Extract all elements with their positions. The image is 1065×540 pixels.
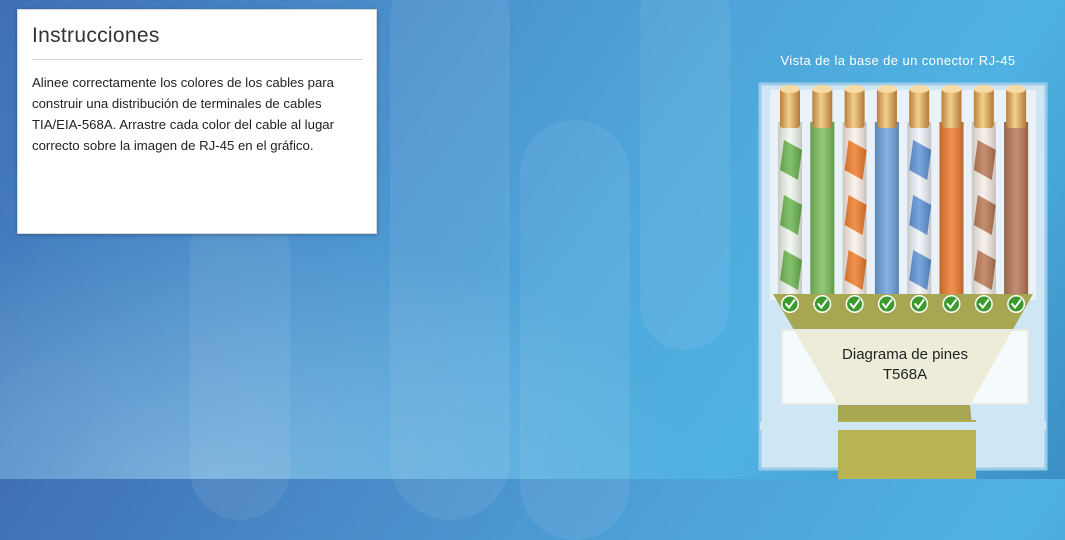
checkmark-icon <box>942 295 961 313</box>
wire-group <box>778 85 1029 294</box>
pinout-label-line2: T568A <box>882 366 928 383</box>
wire-green[interactable] <box>810 85 835 294</box>
wire-white-brown[interactable] <box>971 85 996 294</box>
checkmark-icon <box>845 295 864 313</box>
wire-brown[interactable] <box>1004 85 1029 294</box>
instructions-text: Alinee correctamente los colores de los … <box>32 75 335 153</box>
checkmark-icon <box>910 295 929 313</box>
rj45-connector <box>758 82 1048 479</box>
checkmark-icon <box>813 295 832 313</box>
instructions-panel: Instrucciones Alinee correctamente los c… <box>17 9 377 234</box>
checkmark-icon <box>877 295 896 313</box>
checkmark-icon <box>1007 295 1026 313</box>
wire-white-green[interactable] <box>778 85 802 294</box>
wire-white-orange[interactable] <box>842 85 867 294</box>
connector-caption: Vista de la base de un conector RJ-45 <box>780 53 1016 68</box>
pinout-diagram-label: Diagrama de pines T568A <box>782 334 1028 404</box>
wire-blue[interactable] <box>874 85 899 294</box>
pinout-diagram-box <box>781 329 1029 405</box>
pinout-label-line1: Diagrama de pines <box>842 346 968 363</box>
wire-white-blue[interactable] <box>907 85 932 294</box>
checkmark-icon <box>781 295 799 313</box>
check-group <box>781 295 1026 313</box>
checkmark-icon <box>974 295 993 313</box>
wire-orange[interactable] <box>939 85 964 294</box>
instructions-title: Instrucciones <box>32 22 362 60</box>
connector-inner <box>770 90 1036 300</box>
